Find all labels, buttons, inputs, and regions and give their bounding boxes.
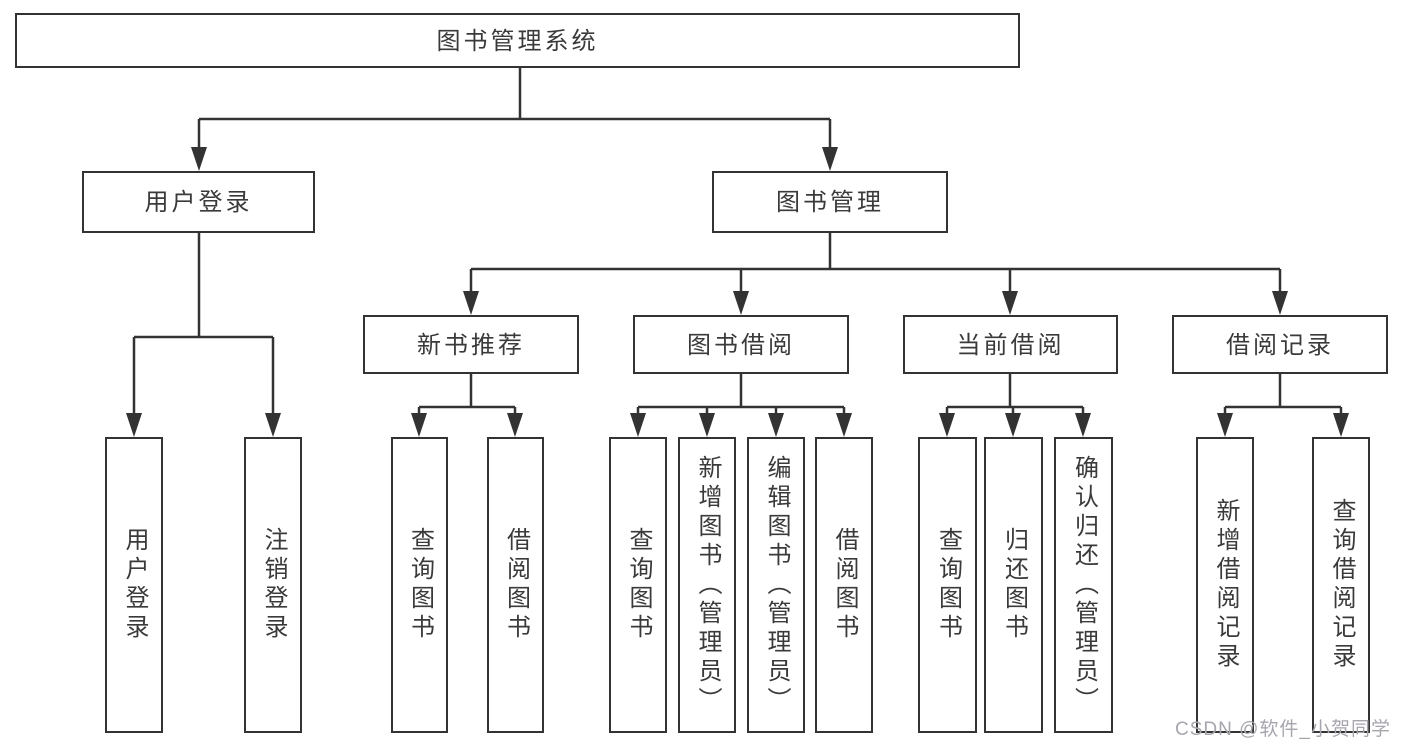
csdn-watermark: CSDN @软件_小贺同学 — [1175, 719, 1391, 740]
leaf-borrow-books: 借阅图书 — [815, 437, 873, 733]
node-new-book-recommend: 新书推荐 — [363, 315, 579, 374]
leaf-user-login: 用户登录 — [105, 437, 163, 733]
leaf-logout: 注销登录 — [244, 437, 302, 733]
node-borrow-records: 借阅记录 — [1172, 315, 1388, 374]
node-root-library-system: 图书管理系统 — [15, 13, 1020, 68]
leaf-borrow-books-recommend: 借阅图书 — [487, 437, 544, 733]
leaf-return-books: 归还图书 — [984, 437, 1043, 733]
leaf-confirm-return-admin: 确认归还（管理员） — [1054, 437, 1113, 733]
leaf-query-books-recommend: 查询图书 — [391, 437, 448, 733]
node-book-borrow: 图书借阅 — [633, 315, 849, 374]
leaf-edit-books-admin: 编辑图书（管理员） — [747, 437, 805, 733]
node-user-login: 用户登录 — [82, 171, 315, 233]
leaf-query-books-borrow: 查询图书 — [609, 437, 667, 733]
leaf-query-borrow-record: 查询借阅记录 — [1312, 437, 1370, 733]
leaf-add-borrow-record: 新增借阅记录 — [1196, 437, 1254, 733]
leaf-add-books-admin: 新增图书（管理员） — [678, 437, 736, 733]
leaf-query-books-current: 查询图书 — [918, 437, 977, 733]
node-book-management: 图书管理 — [712, 171, 948, 233]
node-current-borrow: 当前借阅 — [903, 315, 1118, 374]
